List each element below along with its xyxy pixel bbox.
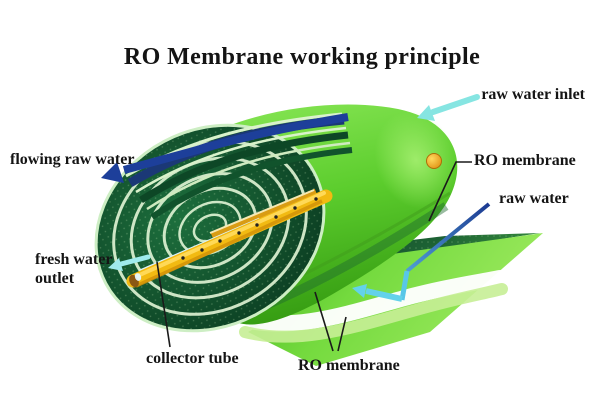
label-fresh-water-outlet: fresh water outlet — [35, 250, 112, 288]
peel-membrane-layer — [139, 131, 349, 203]
fresh-water-outlet-arrowhead — [108, 258, 123, 271]
raw-water-flow-arrow — [352, 202, 491, 302]
roll-end-cap-highlight — [374, 111, 458, 209]
label-ro-membrane-bottom: RO membrane — [298, 357, 400, 374]
tube-perforations — [181, 197, 318, 260]
label-raw-water: raw water — [499, 190, 569, 207]
tube-mouth-fresh-water — [134, 273, 142, 281]
label-pointer-lines — [156, 161, 472, 352]
raw-water-line-diagonal — [405, 202, 491, 273]
tube-inner-wrap-edge — [209, 189, 315, 234]
fresh-water-outlet-arrow — [108, 254, 151, 271]
ro-membrane-bottom-pointer-line — [314, 291, 334, 352]
raw-water-inlet-arrow-shaft — [430, 94, 480, 115]
flowing-raw-water-arrowhead — [101, 162, 124, 183]
peel-pale-edge — [135, 126, 347, 194]
collector-tube-tip — [426, 153, 442, 169]
raw-water-arrow-shaft — [365, 288, 403, 302]
raw-water-inlet-arrow — [417, 94, 480, 121]
page-title: RO Membrane working principle — [123, 44, 481, 70]
collector-tube-pointer-line — [156, 261, 171, 348]
tube-main — [126, 189, 333, 288]
label-fresh-water-line2: outlet — [35, 270, 75, 287]
label-flowing-raw-water: flowing raw water — [10, 151, 135, 168]
tube-highlight — [133, 191, 326, 279]
peel-pale-edge — [146, 141, 351, 211]
label-fresh-water-line1: fresh water — [35, 251, 113, 268]
collector-tube — [126, 153, 442, 288]
raw-water-inlet-arrowhead — [417, 105, 435, 121]
label-raw-water-inlet: raw water inlet — [481, 86, 585, 103]
flowing-raw-water-arrow-shaft — [122, 113, 349, 174]
peel-membrane-layer — [150, 147, 353, 220]
raw-water-arrowhead — [352, 284, 367, 298]
tube-shadow — [135, 199, 323, 288]
sheet-pale-green-band — [239, 283, 508, 343]
tube-inner-wrap — [210, 188, 318, 240]
label-ro-membrane-right: RO membrane — [474, 152, 576, 169]
label-collector-tube: collector tube — [146, 350, 239, 367]
flowing-raw-water-arrow — [101, 113, 349, 183]
ro-membrane-right-pointer-line — [428, 161, 472, 222]
fresh-water-outlet-arrow-shaft — [118, 254, 151, 267]
raw-water-line-vertical — [399, 270, 410, 301]
ro-membrane-bottom-pointer-line — [337, 316, 347, 352]
